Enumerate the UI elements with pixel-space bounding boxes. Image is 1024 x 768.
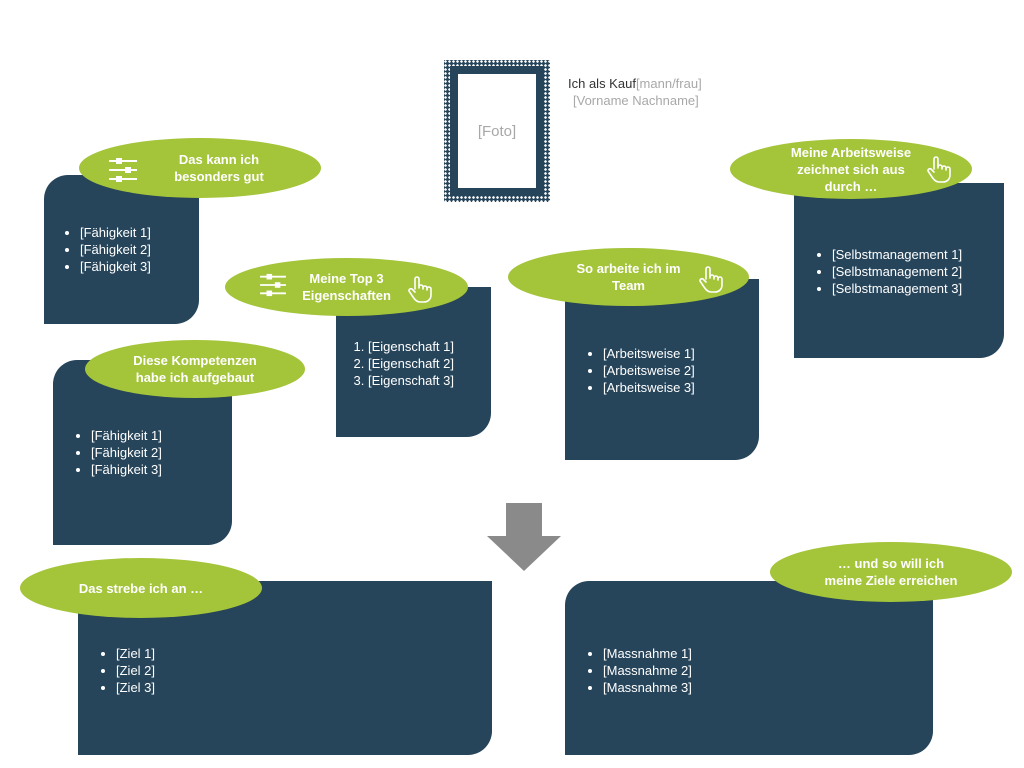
top3-list: [Eigenschaft 1] [Eigenschaft 2] [Eigensc… xyxy=(368,338,454,389)
workstyle-list: [Selbstmanagement 1] [Selbstmanagement 2… xyxy=(832,246,962,297)
list-item: [Massnahme 2] xyxy=(603,662,692,679)
name-placeholder: [Vorname Nachname] xyxy=(573,93,699,108)
arrow-down-icon xyxy=(487,503,561,571)
title-prefix: Ich als Kauf xyxy=(568,76,636,91)
list-item: [Eigenschaft 1] xyxy=(368,338,454,355)
list-item: [Selbstmanagement 3] xyxy=(832,280,962,297)
list-item: [Selbstmanagement 2] xyxy=(832,263,962,280)
heading-line: meine Ziele erreichen xyxy=(824,573,958,588)
title-line: Ich als Kauf[mann/frau] xyxy=(568,76,702,91)
measures-list: [Massnahme 1] [Massnahme 2] [Massnahme 3… xyxy=(603,645,692,696)
list-item: [Selbstmanagement 1] xyxy=(832,246,962,263)
goals-heading: Das strebe ich an … xyxy=(20,558,262,618)
competencies-heading: Diese Kompetenzen habe ich aufgebaut xyxy=(85,340,305,398)
workstyle-card: [Selbstmanagement 1] [Selbstmanagement 2… xyxy=(794,183,1004,358)
heading-line: Das strebe ich an … xyxy=(78,580,204,596)
heading-line: besonders gut xyxy=(174,169,264,184)
list-item: [Massnahme 3] xyxy=(603,679,692,696)
list-item: [Arbeitsweise 1] xyxy=(603,345,695,362)
measures-heading: … und so will ich meine Ziele erreichen xyxy=(770,542,1012,602)
team-card: [Arbeitsweise 1] [Arbeitsweise 2] [Arbei… xyxy=(565,279,759,460)
measures-card: [Massnahme 1] [Massnahme 2] [Massnahme 3… xyxy=(565,581,933,755)
skills-heading: Das kann ich besonders gut xyxy=(79,138,321,198)
list-item: [Fähigkeit 3] xyxy=(91,461,162,478)
list-item: [Arbeitsweise 2] xyxy=(603,362,695,379)
list-item: [Fähigkeit 2] xyxy=(91,444,162,461)
hand-pointer-icon xyxy=(408,276,432,303)
list-item: [Eigenschaft 2] xyxy=(368,355,454,372)
team-list: [Arbeitsweise 1] [Arbeitsweise 2] [Arbei… xyxy=(603,345,695,396)
photo-placeholder: [Foto] xyxy=(477,122,517,140)
list-item: [Massnahme 1] xyxy=(603,645,692,662)
list-item: [Ziel 1] xyxy=(116,645,155,662)
heading-line: zeichnet sich aus xyxy=(797,161,905,177)
competencies-list: [Fähigkeit 1] [Fähigkeit 2] [Fähigkeit 3… xyxy=(91,427,162,478)
sliders-icon xyxy=(109,158,137,182)
skills-list: [Fähigkeit 1] [Fähigkeit 2] [Fähigkeit 3… xyxy=(80,224,151,275)
hand-pointer-icon xyxy=(927,156,951,183)
team-heading: So arbeite ich im Team xyxy=(508,248,749,306)
heading-line: habe ich aufgebaut xyxy=(135,370,255,385)
hand-pointer-icon xyxy=(699,266,723,293)
title-suffix: [mann/frau] xyxy=(635,76,702,91)
sliders-icon xyxy=(260,273,286,297)
heading-line: Eigenschaften xyxy=(302,288,391,303)
heading-line: durch … xyxy=(824,178,878,194)
list-item: [Arbeitsweise 3] xyxy=(603,379,695,396)
goals-list: [Ziel 1] [Ziel 2] [Ziel 3] xyxy=(116,645,155,696)
heading-line: Team xyxy=(611,278,645,293)
list-item: [Fähigkeit 3] xyxy=(80,258,151,275)
list-item: [Ziel 2] xyxy=(116,662,155,679)
heading-line: So arbeite ich im xyxy=(576,261,681,276)
heading-line: … und so will ich xyxy=(837,556,945,571)
heading-line: Diese Kompetenzen xyxy=(133,353,257,368)
skills-card: [Fähigkeit 1] [Fähigkeit 2] [Fähigkeit 3… xyxy=(44,175,199,324)
list-item: [Eigenschaft 3] xyxy=(368,372,454,389)
list-item: [Fähigkeit 1] xyxy=(80,224,151,241)
heading-line: Meine Arbeitsweise xyxy=(790,144,912,160)
heading-line: Das kann ich xyxy=(178,152,260,167)
list-item: [Ziel 3] xyxy=(116,679,155,696)
list-item: [Fähigkeit 2] xyxy=(80,241,151,258)
list-item: [Fähigkeit 1] xyxy=(91,427,162,444)
heading-line: Meine Top 3 xyxy=(309,271,384,286)
photo-frame: [Foto] xyxy=(444,60,550,202)
